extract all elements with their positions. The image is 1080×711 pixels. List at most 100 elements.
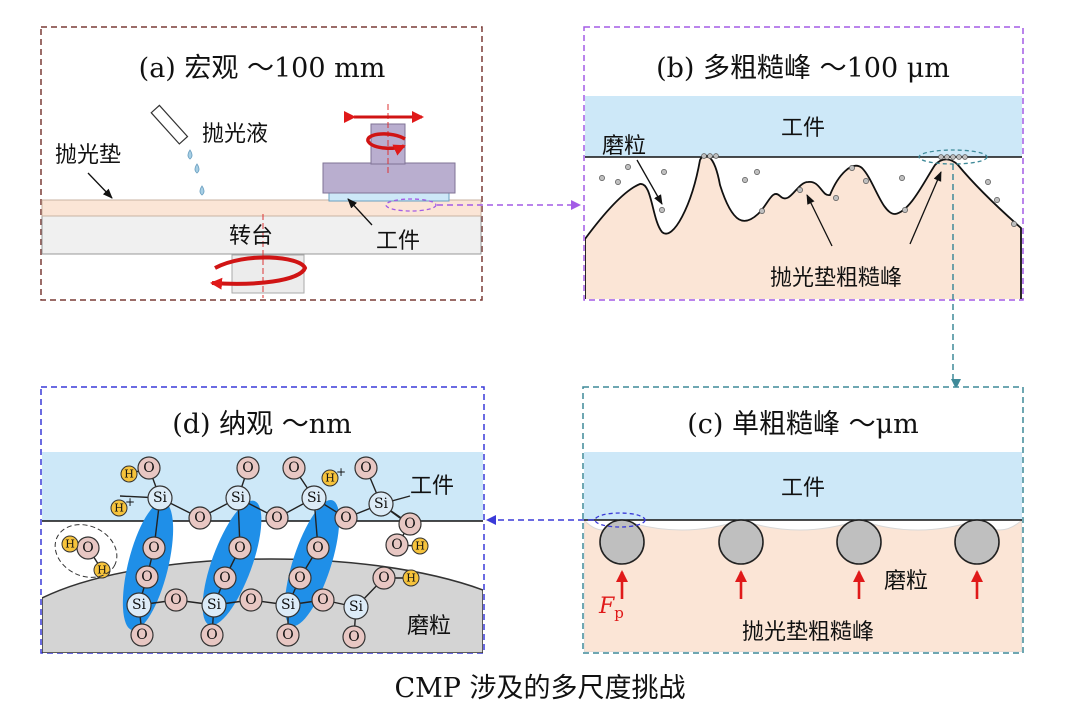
- oxygen-symbol: O: [148, 540, 159, 556]
- oxygen-atom: [306, 536, 330, 560]
- slurry-label: 抛光液: [202, 122, 268, 147]
- oxygen-symbol: O: [317, 592, 328, 608]
- hydrogen-symbol: H: [65, 538, 75, 551]
- panel-a: (a) 宏观 ～100 mm 抛光液 抛光垫 转台 工件: [40, 26, 483, 301]
- oxygen-atom: [334, 506, 358, 530]
- panel-c: (c) 单粗糙峰 ～μm 工件 磨粒 抛光垫粗糙峰 Fp: [582, 386, 1024, 654]
- silicon-atom: [275, 592, 301, 618]
- polishing-head: [322, 162, 456, 194]
- oxygen-symbol: O: [340, 510, 351, 526]
- silicon-symbol: Si: [349, 599, 364, 615]
- contact-particle: [962, 154, 968, 160]
- hydrogen-symbol: H: [124, 468, 134, 481]
- oxygen-symbol: O: [136, 627, 147, 643]
- oxygen-atom: [265, 506, 289, 530]
- oxygen-atom: [135, 565, 159, 589]
- silicon-symbol: Si: [281, 597, 296, 613]
- oxygen-symbol: O: [271, 510, 282, 526]
- silicon-symbol: Si: [207, 597, 222, 613]
- hydrogen-atom: [321, 469, 339, 487]
- oxygen-symbol: O: [143, 460, 154, 476]
- oxygen-atom: [228, 536, 252, 560]
- silicon-symbol: Si: [307, 490, 322, 506]
- abrasive-particle: [718, 519, 764, 565]
- abrasive-particle: [759, 208, 765, 214]
- rotary-table: [41, 215, 482, 255]
- workpiece-label-d: 工件: [410, 474, 454, 499]
- contact-particle: [944, 154, 950, 160]
- silicon-symbol: Si: [374, 496, 389, 512]
- table-label: 转台: [229, 224, 273, 249]
- oxygen-symbol: O: [378, 570, 389, 586]
- oxygen-symbol: O: [242, 460, 253, 476]
- abrasive-particles-b: [599, 164, 1017, 227]
- silicon-symbol: Si: [231, 490, 246, 506]
- slurry-nozzle: [150, 104, 189, 145]
- silicon-atom: [225, 485, 251, 511]
- oxygen-symbol: O: [360, 460, 371, 476]
- panel-a-title: (a) 宏观 ～100 mm: [139, 53, 386, 84]
- abrasive-particle: [863, 178, 869, 184]
- oxygen-atom: [354, 456, 378, 480]
- abrasive-label-d: 磨粒: [407, 614, 451, 639]
- zoom-ellipse-c: [594, 512, 646, 528]
- contact-particle: [713, 153, 719, 159]
- oxygen-atom: [276, 623, 300, 647]
- hydrogen-atom: [120, 465, 138, 483]
- abrasive-particle: [661, 169, 667, 175]
- abrasive-particle: [899, 175, 905, 181]
- force-label: Fp: [598, 594, 624, 622]
- water-molecule-cluster: [54, 524, 118, 578]
- asperity-pointer-b1: [806, 194, 833, 247]
- oxygen-atom: [188, 506, 212, 530]
- hydrogen-atom: [110, 499, 128, 517]
- oxygen-symbol: O: [391, 537, 402, 553]
- pad-pointer: [87, 172, 113, 199]
- hydrogen-symbol: H: [406, 572, 416, 585]
- abrasive-particle: [599, 175, 605, 181]
- oxygen-atom: [342, 625, 366, 649]
- abrasive-particle: [902, 207, 908, 213]
- oxygen-atom: [213, 566, 237, 590]
- oxygen-symbol: O: [206, 627, 217, 643]
- oxygen-atom: [288, 566, 312, 590]
- hydrogen-symbol: H: [325, 472, 335, 485]
- oxygen-atom: [372, 566, 396, 590]
- abrasive-particle: [985, 179, 991, 185]
- panel-b: (b) 多粗糙峰 ～100 μm 工件 磨粒 抛光垫粗糙峰: [583, 26, 1024, 301]
- oxygen-symbol: O: [245, 592, 256, 608]
- asperity-label-c: 抛光垫粗糙峰: [742, 620, 874, 645]
- siloxane-bond-band: [284, 499, 340, 627]
- oxygen-atom: [385, 533, 409, 557]
- panel-c-title: (c) 单粗糙峰 ～μm: [687, 409, 919, 440]
- abrasive-particle: [954, 519, 1000, 565]
- oxygen-atom: [398, 512, 422, 536]
- oxygen-atom: [130, 623, 154, 647]
- table-rotation-arrow: [210, 255, 308, 290]
- hydrogen-symbol: H: [97, 564, 107, 577]
- oxygen-symbol: O: [219, 570, 230, 586]
- abrasive-pointer-b: [636, 159, 663, 205]
- oxygen-atom: [137, 456, 161, 480]
- abrasive-particle: [833, 195, 839, 201]
- abrasive-label-b: 磨粒: [602, 134, 646, 159]
- oxygen-atom: [164, 588, 188, 612]
- asperity-pointer-b2: [909, 171, 942, 245]
- silicon-atom: [368, 491, 394, 517]
- zoom-ellipse-a: [385, 198, 437, 212]
- abrasive-particle: [849, 165, 855, 171]
- workpiece-b: [585, 96, 1022, 157]
- workpiece-c: [584, 452, 1022, 520]
- abrasive-particle: [599, 519, 645, 565]
- oxygen-atom: [282, 456, 306, 480]
- panel-d-title: (d) 纳观 ～nm: [172, 409, 352, 440]
- oxygen-symbol: O: [348, 629, 359, 645]
- contact-particle: [956, 154, 962, 160]
- silicon-atom: [147, 485, 173, 511]
- hydrogen-symbol: H: [415, 540, 425, 553]
- slurry-drop: [187, 149, 193, 160]
- contact-particle: [701, 153, 707, 159]
- oxygen-symbol: O: [404, 516, 415, 532]
- contact-particle: [950, 154, 956, 160]
